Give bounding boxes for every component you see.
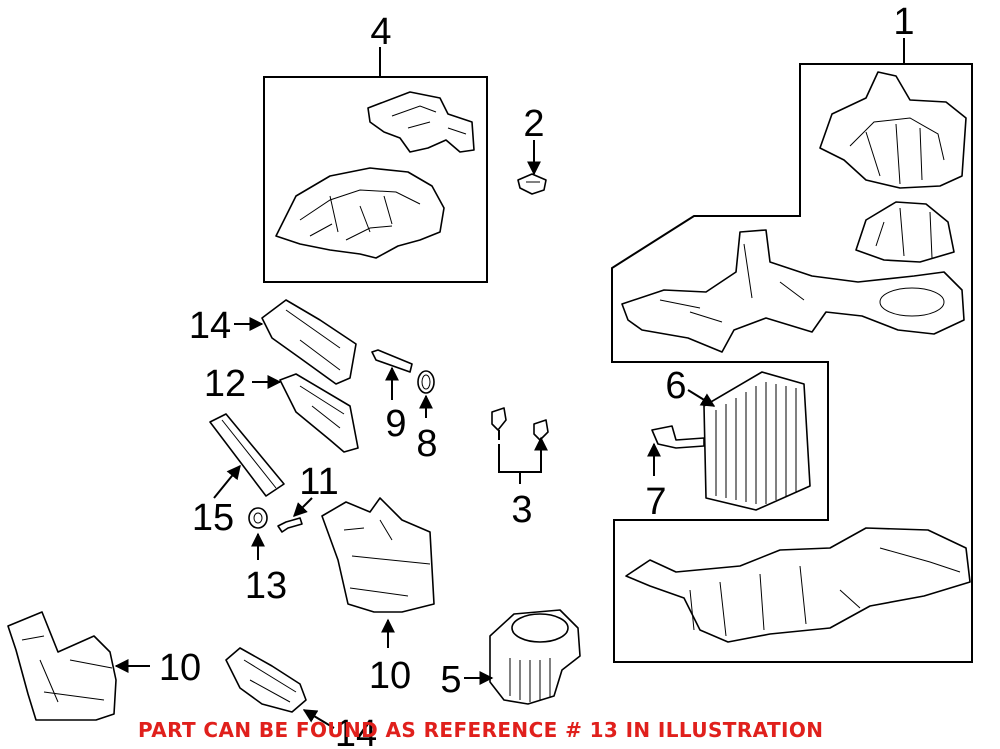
- upper-housing-body: [275, 167, 445, 259]
- callout-14a: 14: [189, 305, 231, 347]
- blower-housing-top: [819, 71, 967, 189]
- duct-10-left: [7, 611, 117, 721]
- duct-12: [279, 373, 359, 453]
- clip-fastener-2: [517, 173, 547, 195]
- callout-12: 12: [204, 363, 246, 405]
- cabin-filter-15: [209, 413, 285, 497]
- callout-3: 3: [511, 489, 532, 531]
- callout-1: 1: [893, 1, 914, 43]
- callout-10a: 10: [159, 647, 201, 689]
- callout-9: 9: [385, 403, 406, 445]
- screw-11: [277, 517, 303, 533]
- callout-7: 7: [645, 481, 666, 523]
- callout-11-leader: [293, 497, 313, 517]
- screw-3a: [491, 407, 507, 431]
- callout-8: 8: [416, 423, 437, 465]
- group-box-4: [263, 76, 488, 283]
- callout-3-arrows: [498, 430, 541, 448]
- duct-14-lower: [225, 647, 307, 713]
- lower-case-housing: [625, 527, 971, 643]
- screw-3b: [533, 419, 549, 441]
- callout-5: 5: [440, 659, 461, 701]
- callout-2: 2: [523, 103, 544, 145]
- callout-15: 15: [192, 497, 234, 539]
- callout-14b-leader: [302, 709, 335, 729]
- group-box-1: [611, 63, 973, 663]
- lower-case-frame: [621, 229, 965, 353]
- nut-13: [248, 507, 268, 529]
- callout-6: 6: [665, 365, 686, 407]
- callout-14b: 14: [335, 713, 377, 749]
- upper-housing-bracket: [367, 91, 475, 153]
- bolt-9: [371, 349, 413, 373]
- callout-13: 13: [245, 565, 287, 607]
- callout-15-leader: [213, 464, 241, 499]
- duct-14-upper: [261, 299, 357, 385]
- seal-ring-8: [417, 370, 435, 394]
- callout-11: 11: [299, 461, 338, 503]
- callout-10b: 10: [369, 655, 411, 697]
- blower-motor-5: [489, 609, 581, 705]
- callout-6-leader: [687, 389, 716, 407]
- blower-scroll-cover: [855, 201, 955, 263]
- reference-note: PART CAN BE FOUND AS REFERENCE # 13 IN I…: [138, 718, 824, 742]
- duct-10-center: [321, 497, 435, 613]
- callout-3-bracket: [498, 444, 542, 473]
- callout-4: 4: [370, 11, 391, 53]
- evaporator-core: [651, 371, 811, 511]
